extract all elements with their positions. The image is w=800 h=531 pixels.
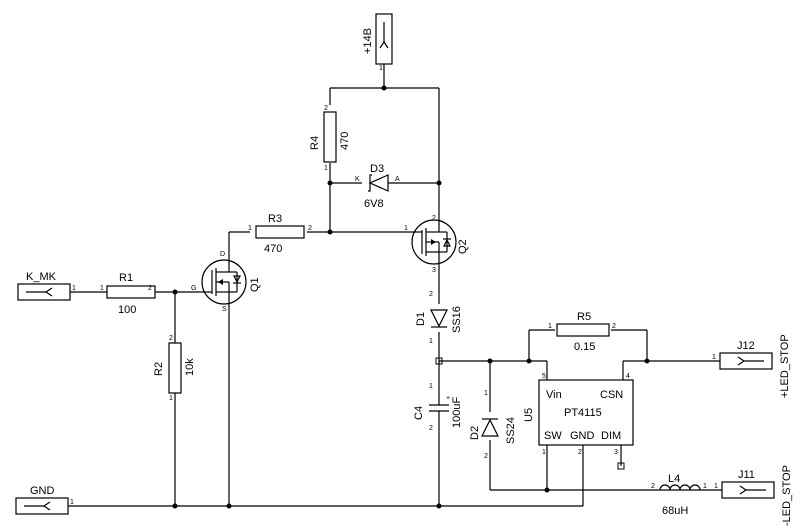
resistor-r5: R5 0.15 1 2 [548, 311, 616, 353]
svg-text:3: 3 [432, 267, 436, 274]
svg-text:D1: D1 [415, 312, 427, 326]
svg-text:6V8: 6V8 [364, 198, 384, 210]
connector-j12: J12 +LED_STOP 1 [712, 334, 791, 398]
svg-text:2: 2 [308, 225, 312, 232]
zener-d3: D3 6V8 K A [355, 163, 400, 210]
connector-gnd: GND 1 [15, 485, 74, 515]
svg-text:S: S [222, 306, 227, 313]
svg-text:CSN: CSN [600, 389, 623, 401]
ic-u5: Vin CSN PT4115 SW GND DIM U5 5 4 1 2 3 [523, 373, 634, 456]
svg-text:2: 2 [578, 449, 582, 456]
capacitor-c4: + C4 100uF 1 2 [413, 383, 463, 432]
connector-v14-label: +14В [362, 28, 374, 54]
svg-text:1: 1 [429, 383, 433, 390]
resistor-r2: R2 10k 2 1 [153, 335, 196, 402]
resistor-r3: R3 470 1 2 [248, 213, 312, 255]
connector-j11-name: J11 [738, 469, 755, 481]
svg-text:2: 2 [432, 215, 436, 222]
svg-text:1: 1 [404, 225, 408, 232]
svg-text:1: 1 [484, 390, 488, 397]
svg-text:2: 2 [429, 425, 433, 432]
svg-text:DIM: DIM [601, 430, 621, 442]
svg-text:SS16: SS16 [451, 306, 463, 333]
svg-text:1: 1 [379, 65, 383, 72]
connector-j12-net: +LED_STOP [779, 334, 791, 398]
svg-text:A: A [395, 176, 400, 183]
connector-j11-net: -LED_STOP [781, 465, 793, 526]
svg-text:1: 1 [248, 225, 252, 232]
svg-text:R3: R3 [268, 213, 282, 225]
svg-text:R2: R2 [153, 362, 165, 376]
svg-text:SW: SW [544, 430, 562, 442]
svg-text:2: 2 [169, 335, 173, 342]
svg-text:R4: R4 [309, 136, 321, 150]
svg-text:68uH: 68uH [662, 505, 688, 517]
connector-j11: J11 -LED_STOP 1 [714, 465, 793, 526]
svg-text:1: 1 [100, 285, 104, 292]
svg-text:1: 1 [324, 165, 328, 172]
svg-text:GND: GND [570, 430, 595, 442]
svg-text:470: 470 [264, 243, 282, 255]
mosfet-q2: Q2 2 1 3 [404, 214, 469, 274]
svg-text:470: 470 [339, 132, 351, 150]
svg-text:D3: D3 [370, 163, 384, 175]
svg-text:G: G [191, 285, 196, 292]
svg-text:L4: L4 [668, 473, 680, 485]
svg-text:1: 1 [169, 395, 173, 402]
svg-text:Q1: Q1 [249, 277, 261, 292]
svg-text:+: + [446, 395, 450, 402]
inductor-l4: L4 68uH 2 1 [651, 473, 707, 517]
svg-text:1: 1 [548, 323, 552, 330]
svg-text:PT4115: PT4115 [564, 407, 602, 419]
svg-text:10k: 10k [184, 358, 196, 376]
svg-text:C4: C4 [413, 406, 425, 420]
svg-text:100uF: 100uF [451, 397, 463, 428]
svg-text:1: 1 [703, 483, 707, 490]
connector-j12-name: J12 [737, 340, 755, 352]
connector-v14: +14В 1 [362, 13, 393, 72]
wires [68, 64, 722, 507]
svg-text:2: 2 [429, 291, 433, 298]
svg-text:5: 5 [542, 373, 546, 380]
svg-text:1: 1 [429, 338, 433, 345]
diode-d1: D1 SS16 2 1 [415, 291, 463, 345]
svg-text:SS24: SS24 [505, 417, 517, 444]
junctions [172, 85, 650, 509]
svg-text:R1: R1 [119, 272, 133, 284]
connector-kmk: K_MK 1 [17, 271, 76, 301]
svg-text:4: 4 [626, 373, 630, 380]
svg-text:Vin: Vin [546, 389, 562, 401]
svg-text:K: K [355, 176, 360, 183]
svg-text:1: 1 [714, 483, 718, 490]
svg-text:1: 1 [72, 285, 76, 292]
svg-text:1: 1 [542, 449, 546, 456]
svg-text:R5: R5 [577, 311, 591, 323]
svg-text:D2: D2 [469, 426, 481, 440]
mosfet-q1: Q1 D S G [191, 251, 261, 313]
svg-text:2: 2 [324, 105, 328, 112]
svg-text:2: 2 [651, 483, 655, 490]
svg-text:D: D [220, 251, 225, 258]
svg-text:3: 3 [614, 449, 618, 456]
svg-text:0.15: 0.15 [574, 341, 595, 353]
svg-text:2: 2 [612, 323, 616, 330]
diode-d2: D2 SS24 1 2 [469, 390, 517, 460]
svg-text:100: 100 [118, 304, 136, 316]
svg-text:1: 1 [712, 354, 716, 361]
resistor-r4: R4 470 2 1 [309, 105, 351, 172]
svg-text:1: 1 [70, 499, 74, 506]
svg-text:2: 2 [148, 285, 152, 292]
svg-text:Q2: Q2 [457, 239, 469, 254]
svg-text:U5: U5 [523, 408, 535, 422]
svg-text:2: 2 [484, 453, 488, 460]
connector-kmk-label: K_MK [26, 271, 57, 283]
resistor-r1: R1 100 1 2 [100, 272, 156, 316]
connector-gnd-label: GND [30, 485, 55, 497]
